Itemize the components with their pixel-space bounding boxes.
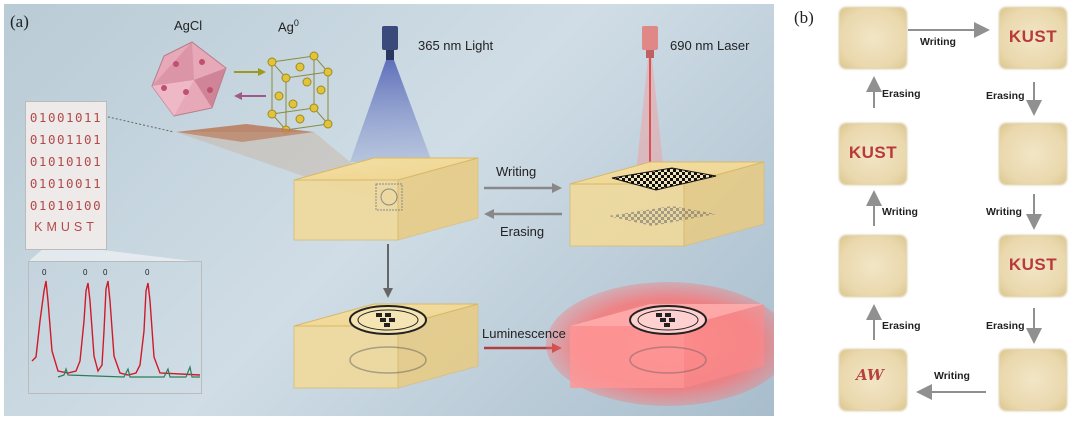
agcl-to-ag-arrow — [234, 68, 266, 76]
peak-label: 0 — [42, 268, 47, 277]
erasing-label: Erasing — [500, 224, 545, 239]
crystal-slice-plane — [176, 124, 314, 142]
sample-tile-handwritten: AW — [840, 350, 906, 410]
sample-tile-kust: KUST — [1000, 8, 1066, 68]
luminescence-label: Luminescence — [482, 326, 566, 341]
arrow-label-erasing: Erasing — [986, 320, 1025, 332]
qr-code-reflection — [608, 206, 716, 226]
writing-label: Writing — [496, 164, 537, 179]
sample-tile-kust: KUST — [1000, 236, 1066, 296]
sample-tile-blank — [840, 8, 906, 68]
spectrum-box: 0 0 0 0 — [28, 261, 202, 394]
tile-text: KUST — [1008, 27, 1058, 46]
spectrum-green-trace — [57, 364, 200, 378]
arrow-label-writing: Writing — [934, 370, 970, 382]
erasing-arrow — [484, 209, 562, 219]
binary-row: 01010100 — [29, 198, 103, 213]
university-logo-icon — [349, 305, 427, 335]
agcl-crystal-icon — [151, 41, 227, 117]
arrow-label-writing: Writing — [920, 36, 956, 48]
panel-a: (a) AgCl Ag0 365 nm Light 690 nm Laser W… — [4, 4, 774, 416]
binary-row: 01001101 — [29, 132, 103, 147]
logo-reflection — [349, 346, 427, 374]
tile-handwritten-text: AW — [856, 366, 884, 384]
qr-code — [611, 167, 717, 191]
binary-row: 01010101 — [29, 154, 103, 169]
binary-link-line — [103, 115, 175, 133]
binary-code-box: 01001011 01001101 01010101 01010011 0101… — [25, 101, 107, 250]
binary-row: 01001011 — [29, 110, 103, 125]
university-logo-glow-icon — [629, 305, 707, 335]
laser-label: 690 nm Laser — [670, 38, 750, 53]
panel-b: (b) KUST KUST KUST AW Writing Erasing Er… — [790, 0, 1080, 421]
panel-b-label: (b) — [794, 8, 814, 27]
ag0-label: Ag0 — [278, 18, 299, 35]
binary-row: 01010011 — [29, 176, 103, 191]
spectrum-plot — [31, 280, 201, 378]
tile-text: KUST — [1008, 255, 1058, 274]
agcl-label: AgCl — [174, 18, 203, 33]
ag0-lattice-icon — [267, 51, 333, 135]
peak-label: 0 — [145, 268, 150, 277]
sample-tile-blank — [1000, 124, 1066, 184]
sample-tile-blank — [840, 236, 906, 296]
arrow-label-erasing: Erasing — [882, 320, 921, 332]
binary-word: KMUST — [34, 220, 98, 234]
binary-spectrum-connector — [28, 248, 200, 262]
arrow-label-erasing: Erasing — [882, 88, 921, 100]
peak-label: 0 — [103, 268, 108, 277]
peak-label: 0 — [83, 268, 88, 277]
arrow-label-writing: Writing — [986, 206, 1022, 218]
panel-b-arrows — [866, 22, 1042, 400]
slab-written — [569, 161, 765, 247]
arrow-label-erasing: Erasing — [986, 90, 1025, 102]
panel-a-graphics — [28, 26, 774, 406]
tile-text: KUST — [848, 143, 898, 162]
writing-arrow — [484, 183, 562, 193]
slab-logo — [293, 303, 479, 389]
slab-luminescent — [546, 282, 774, 406]
panel-a-label: (a) — [10, 12, 29, 31]
arrow-label-writing: Writing — [882, 206, 918, 218]
sample-tile-kust: KUST — [840, 124, 906, 184]
ag-to-agcl-arrow — [234, 92, 266, 100]
uv-light-label: 365 nm Light — [418, 38, 494, 53]
down-arrow — [383, 244, 393, 298]
uv-lamp-icon — [382, 26, 398, 60]
laser-icon — [642, 26, 658, 58]
slab-initial — [293, 157, 479, 241]
uv-beam — [350, 60, 432, 162]
sample-tile-blank — [1000, 350, 1066, 410]
spectrum-red-trace — [31, 280, 201, 376]
